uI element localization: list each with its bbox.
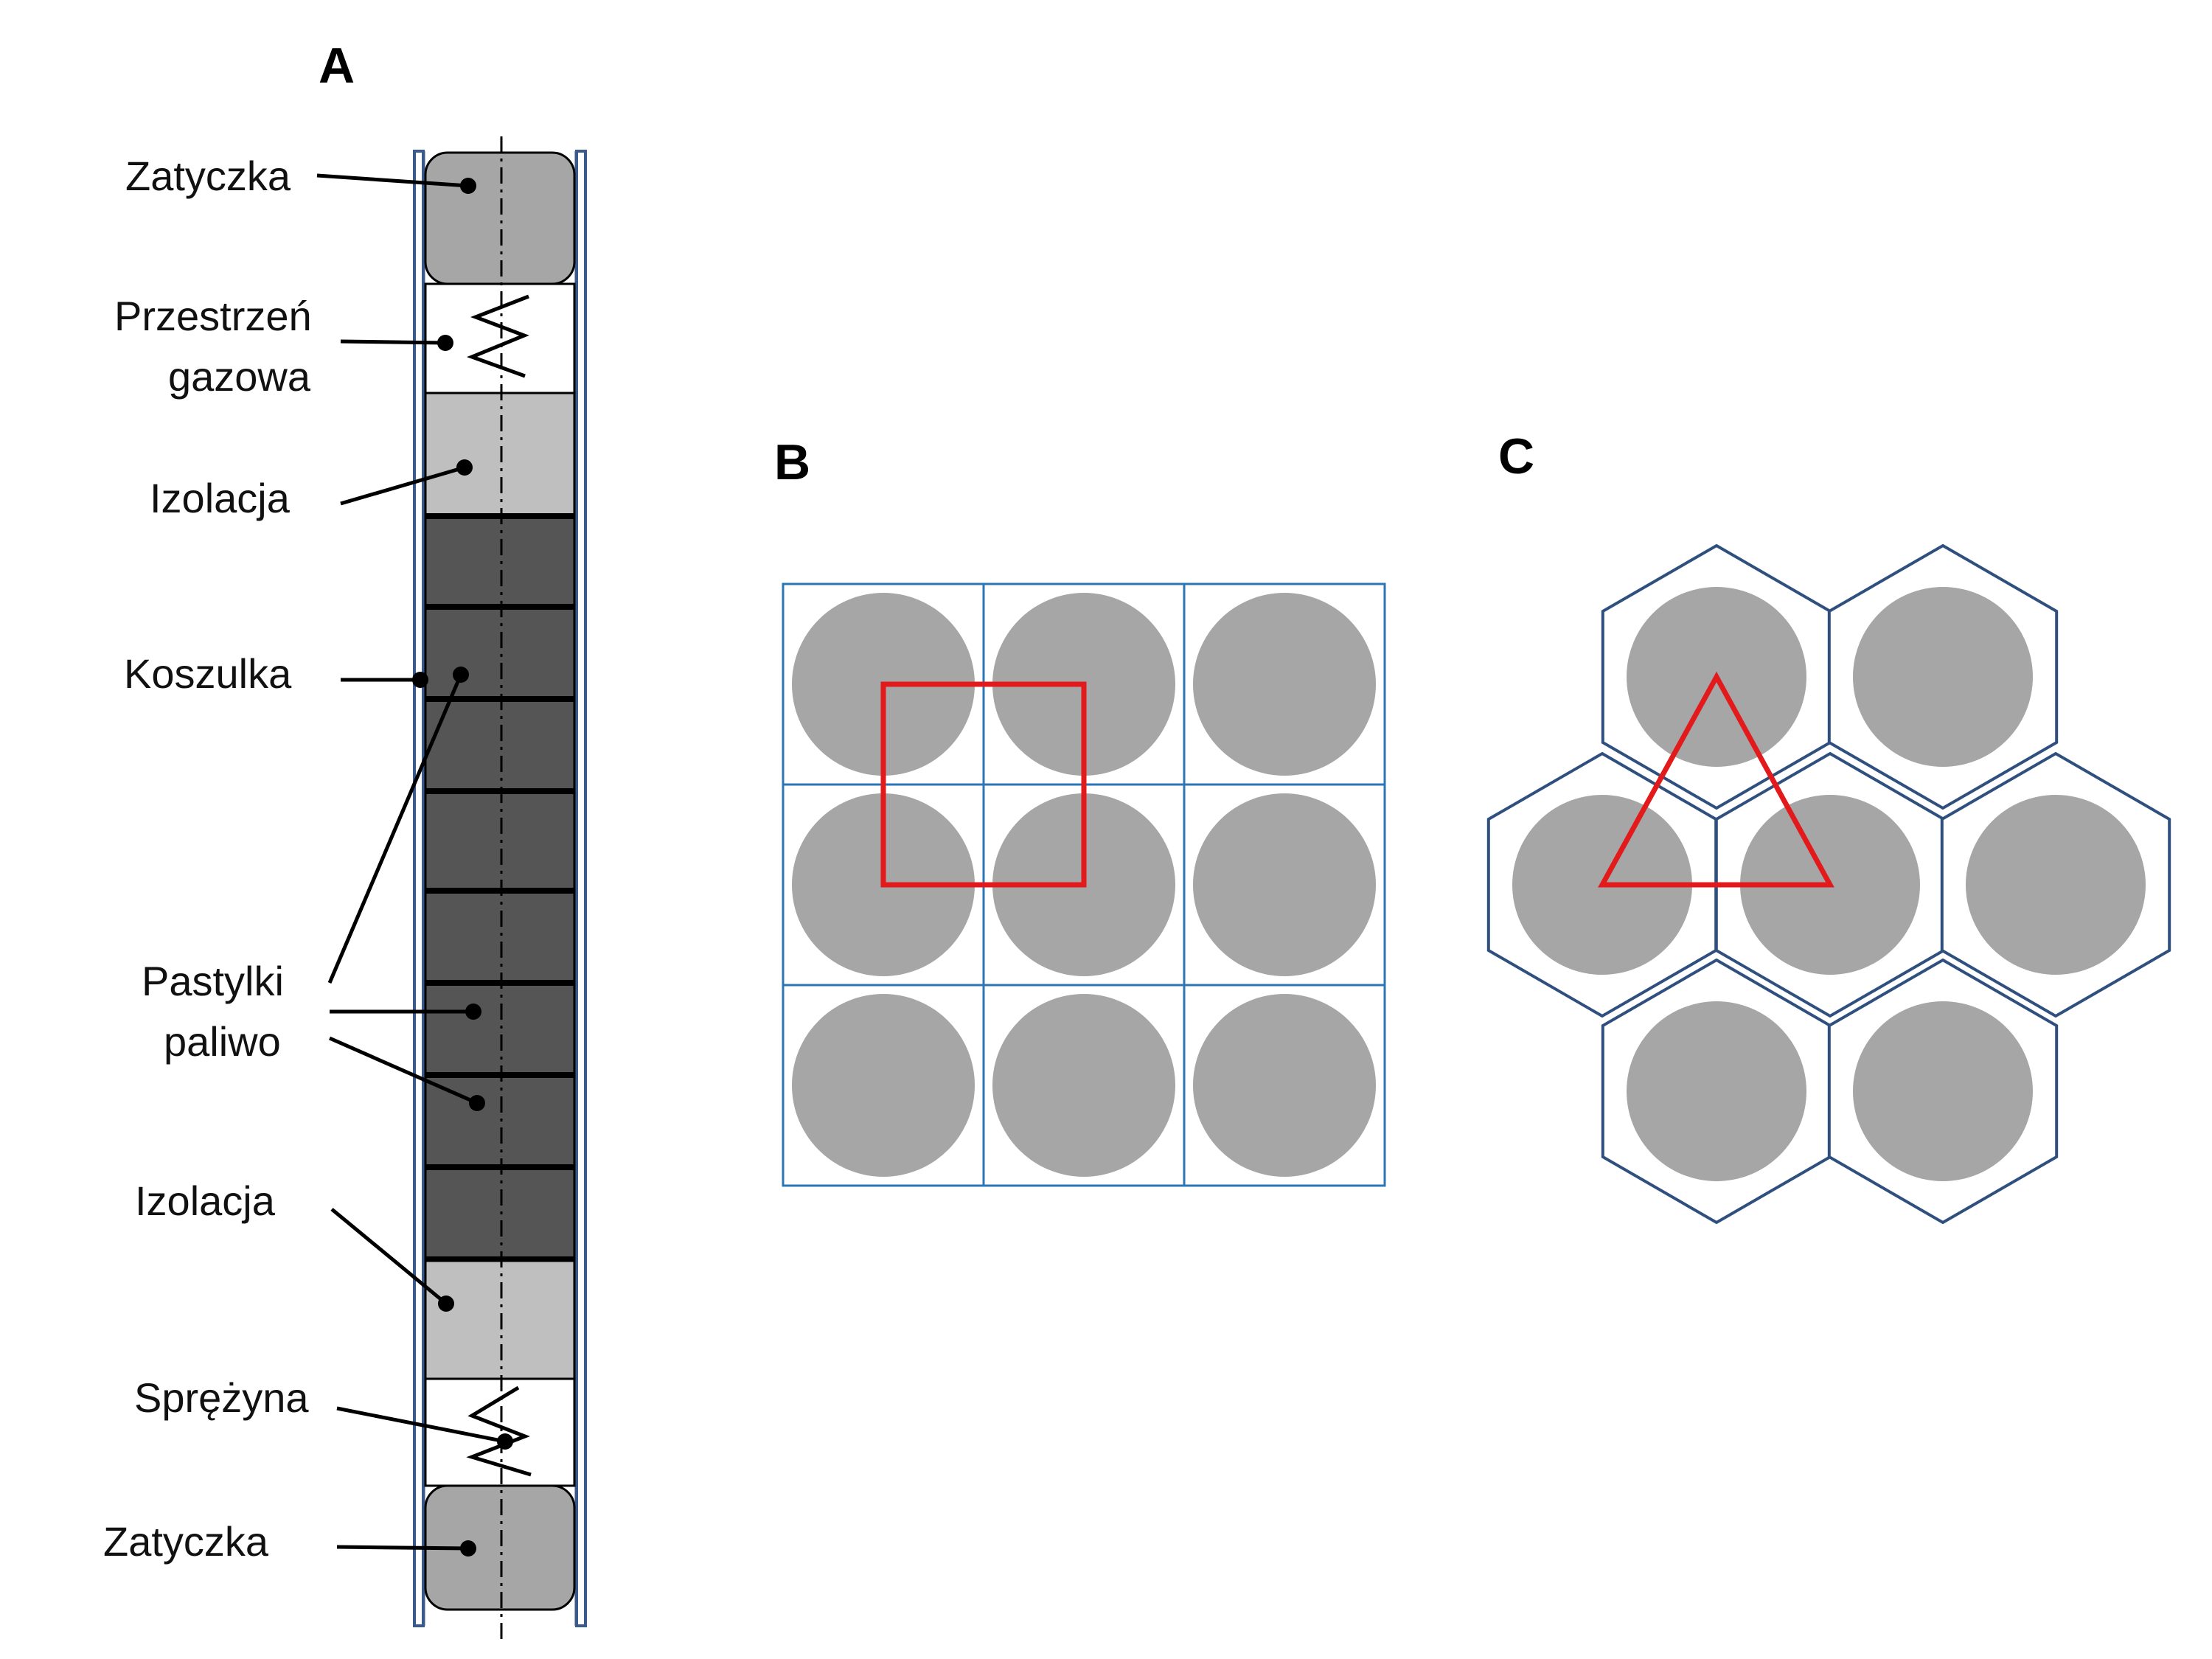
label-gas-space-line1: Przestrzeń	[114, 293, 312, 339]
label-cladding: Koszulka	[124, 650, 292, 697]
fuel-rod-disc	[1193, 994, 1376, 1177]
cladding-wall-right	[575, 150, 587, 1627]
fuel-rod-disc	[1966, 795, 2146, 975]
panel-a-letter: A	[319, 38, 355, 94]
leader-lines	[316, 173, 513, 1557]
panel-c-hex-lattice: C	[1486, 428, 2171, 1225]
panel-a-fuel-rod: A	[103, 38, 587, 1644]
fuel-rod-disc	[1193, 593, 1376, 776]
fuel-rod-disc	[992, 994, 1175, 1177]
fuel-rod-disc	[1853, 587, 2033, 767]
fuel-rod-disc	[1193, 793, 1376, 976]
label-gas-space-line2: gazowa	[168, 353, 311, 400]
triangular-unit-cell	[1598, 671, 1834, 888]
gas-space-spring-icon	[467, 294, 529, 378]
spring-icon	[466, 1385, 532, 1477]
square-unit-cell	[880, 681, 1087, 888]
fuel-rod-disc	[1627, 1001, 1806, 1181]
cladding-wall-left	[413, 150, 425, 1627]
label-plug-bottom: Zatyczka	[103, 1518, 269, 1565]
spring-space	[424, 1377, 576, 1487]
fuel-rod-disc	[792, 994, 975, 1177]
label-spring: Sprężyna	[134, 1374, 309, 1421]
fuel-rod-disc	[1853, 1001, 2033, 1181]
label-insulation-top: Izolacja	[150, 475, 291, 521]
panel-b-letter: B	[774, 434, 810, 490]
label-insulation-bottom: Izolacja	[135, 1178, 276, 1224]
pellet-separators	[425, 513, 574, 1262]
top-insulation	[424, 392, 576, 516]
bottom-insulation	[424, 1259, 576, 1380]
fuel-pellet-stack	[424, 513, 576, 1261]
panel-b-square-lattice: B	[774, 434, 1386, 1187]
panel-c-letter: C	[1498, 428, 1534, 484]
label-pellets-line2: paliwo	[164, 1018, 281, 1065]
label-pellets-line1: Pastylki	[142, 958, 284, 1004]
label-plug-top: Zatyczka	[125, 153, 291, 199]
top-plug	[424, 151, 576, 285]
